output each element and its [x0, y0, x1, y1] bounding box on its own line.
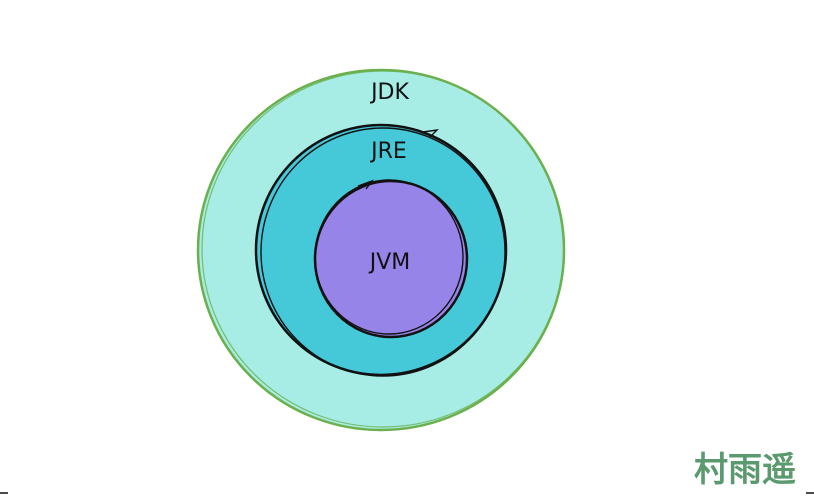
jdk-label: JDK — [369, 80, 409, 105]
jvm-label: JVM — [368, 250, 411, 275]
watermark-text: 村雨遥 — [694, 450, 796, 490]
jvm-circle-sketch-stroke — [314, 179, 464, 335]
jre-circle-sketch-stroke — [260, 127, 506, 377]
jdk-circle-sketch-stroke — [201, 70, 565, 428]
jre-label: JRE — [369, 139, 407, 164]
jvm-stroke-tail — [357, 179, 374, 190]
jvm-ring: JVM — [313, 179, 469, 339]
jre-stroke-tail — [422, 129, 439, 138]
